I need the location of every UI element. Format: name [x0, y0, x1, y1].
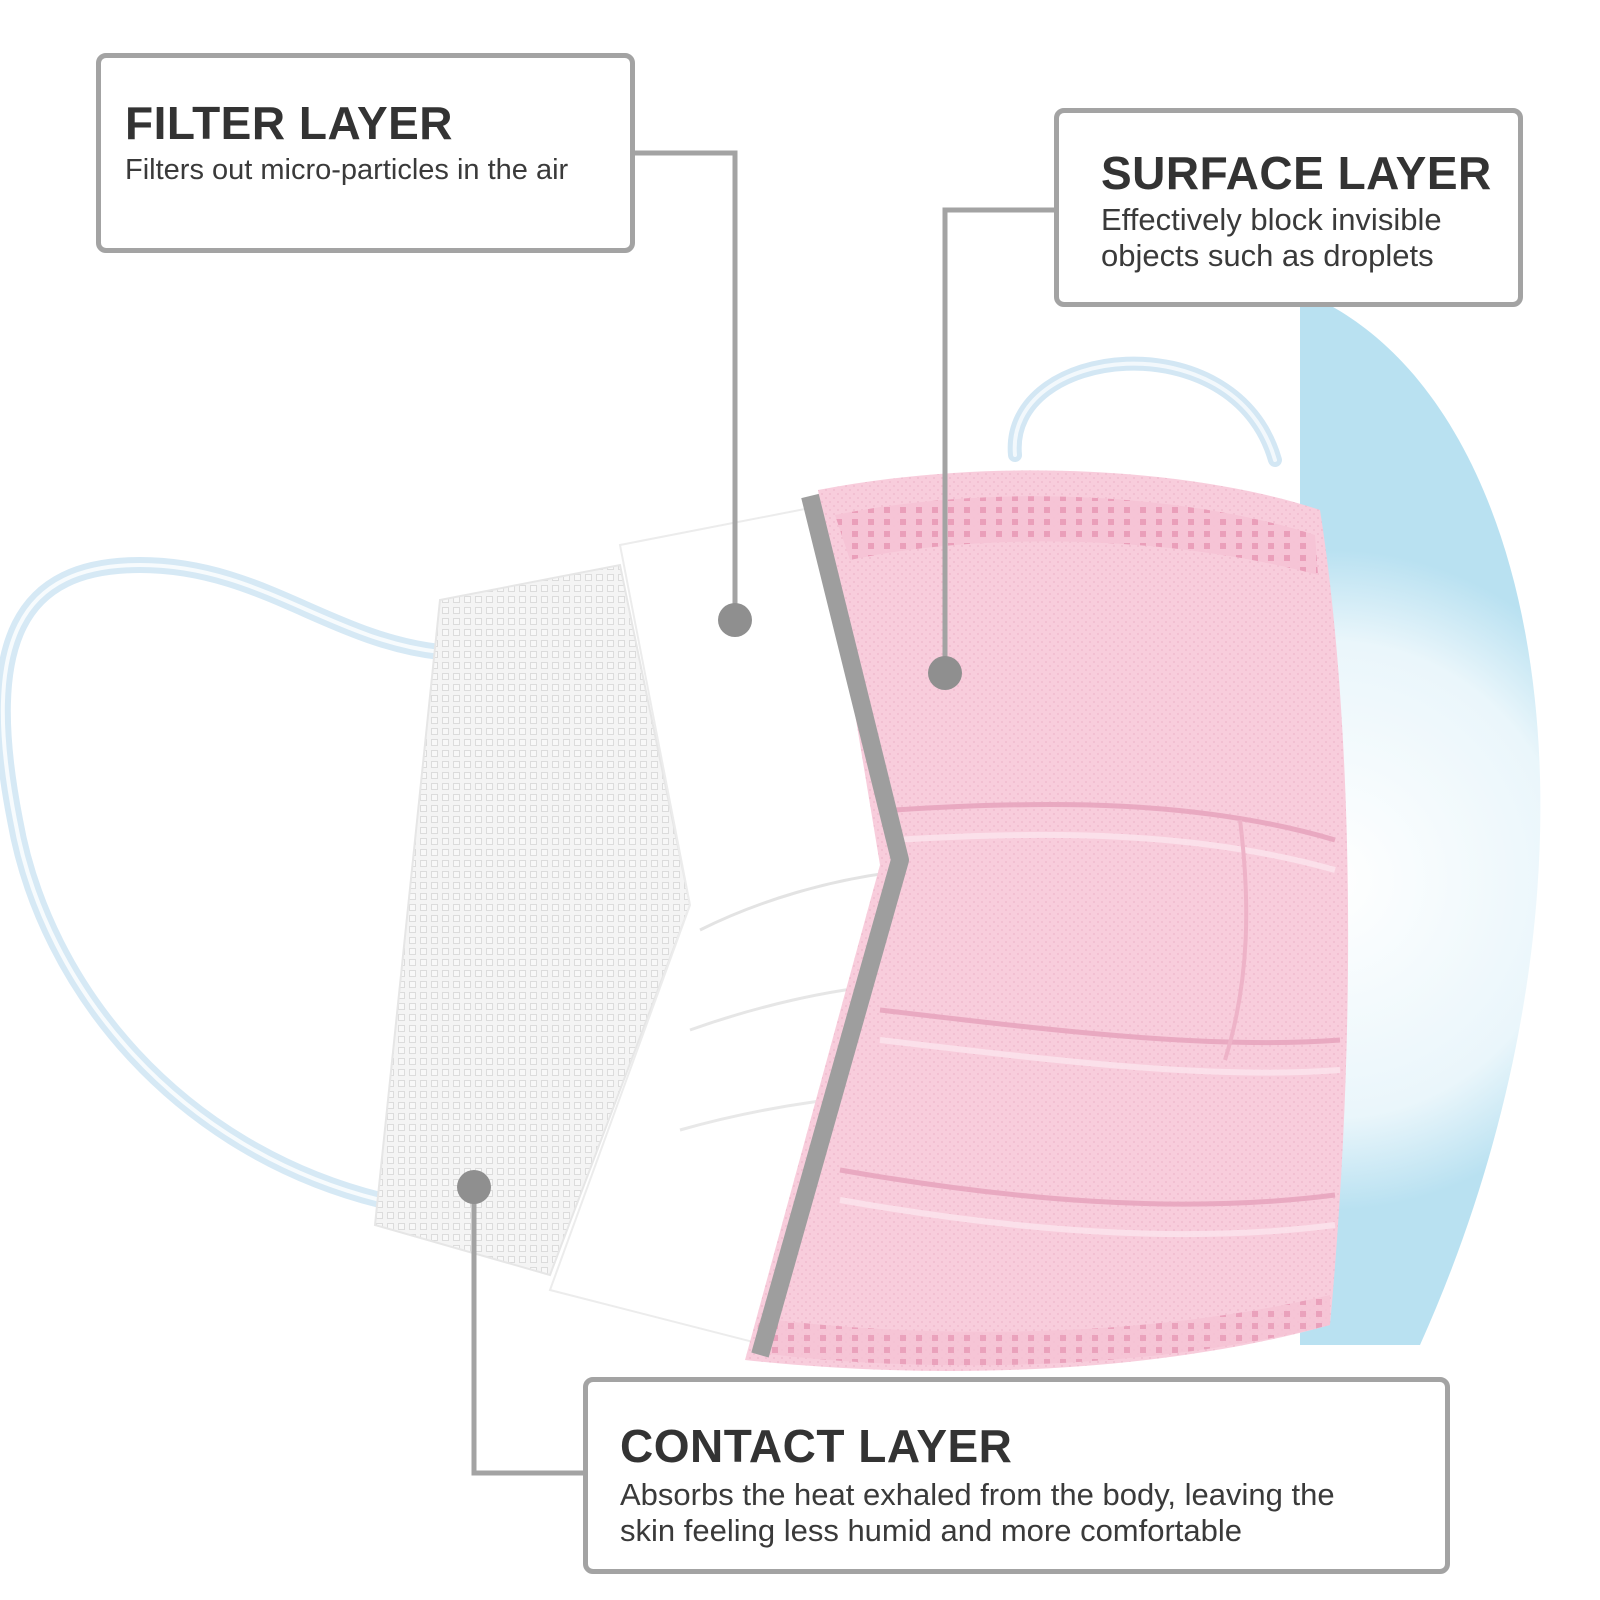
surface-leader-line — [942, 207, 1057, 673]
contact-leader-dot — [457, 1170, 491, 1204]
contact-layer-shape — [375, 565, 690, 1275]
contact-layer-callout: CONTACT LAYER Absorbs the heat exhaled f… — [583, 1377, 1450, 1574]
filter-layer-title: FILTER LAYER — [125, 97, 454, 149]
filter-leader-dot — [718, 603, 752, 637]
layer-edge-stripe — [751, 493, 909, 1358]
face-glow — [1300, 300, 1541, 1345]
contact-leader-line — [471, 1187, 586, 1476]
filter-layer-callout: FILTER LAYER Filters out micro-particles… — [96, 53, 635, 253]
surface-layer-callout: SURFACE LAYER Effectively block invisibl… — [1054, 108, 1523, 307]
contact-layer-title: CONTACT LAYER — [620, 1420, 1013, 1472]
left-ear-loop — [0, 556, 448, 1208]
surface-layer-title: SURFACE LAYER — [1101, 147, 1492, 199]
filter-layer-description: Filters out micro-particles in the air — [125, 154, 569, 186]
surface-layer-description: Effectively block invisible objects such… — [1101, 202, 1442, 273]
filter-leader-line — [628, 150, 738, 620]
surface-leader-dot — [928, 656, 962, 690]
surface-layer-shape — [745, 470, 1349, 1371]
contact-layer-description: Absorbs the heat exhaled from the body, … — [620, 1477, 1335, 1548]
right-ear-loop — [1007, 356, 1282, 467]
